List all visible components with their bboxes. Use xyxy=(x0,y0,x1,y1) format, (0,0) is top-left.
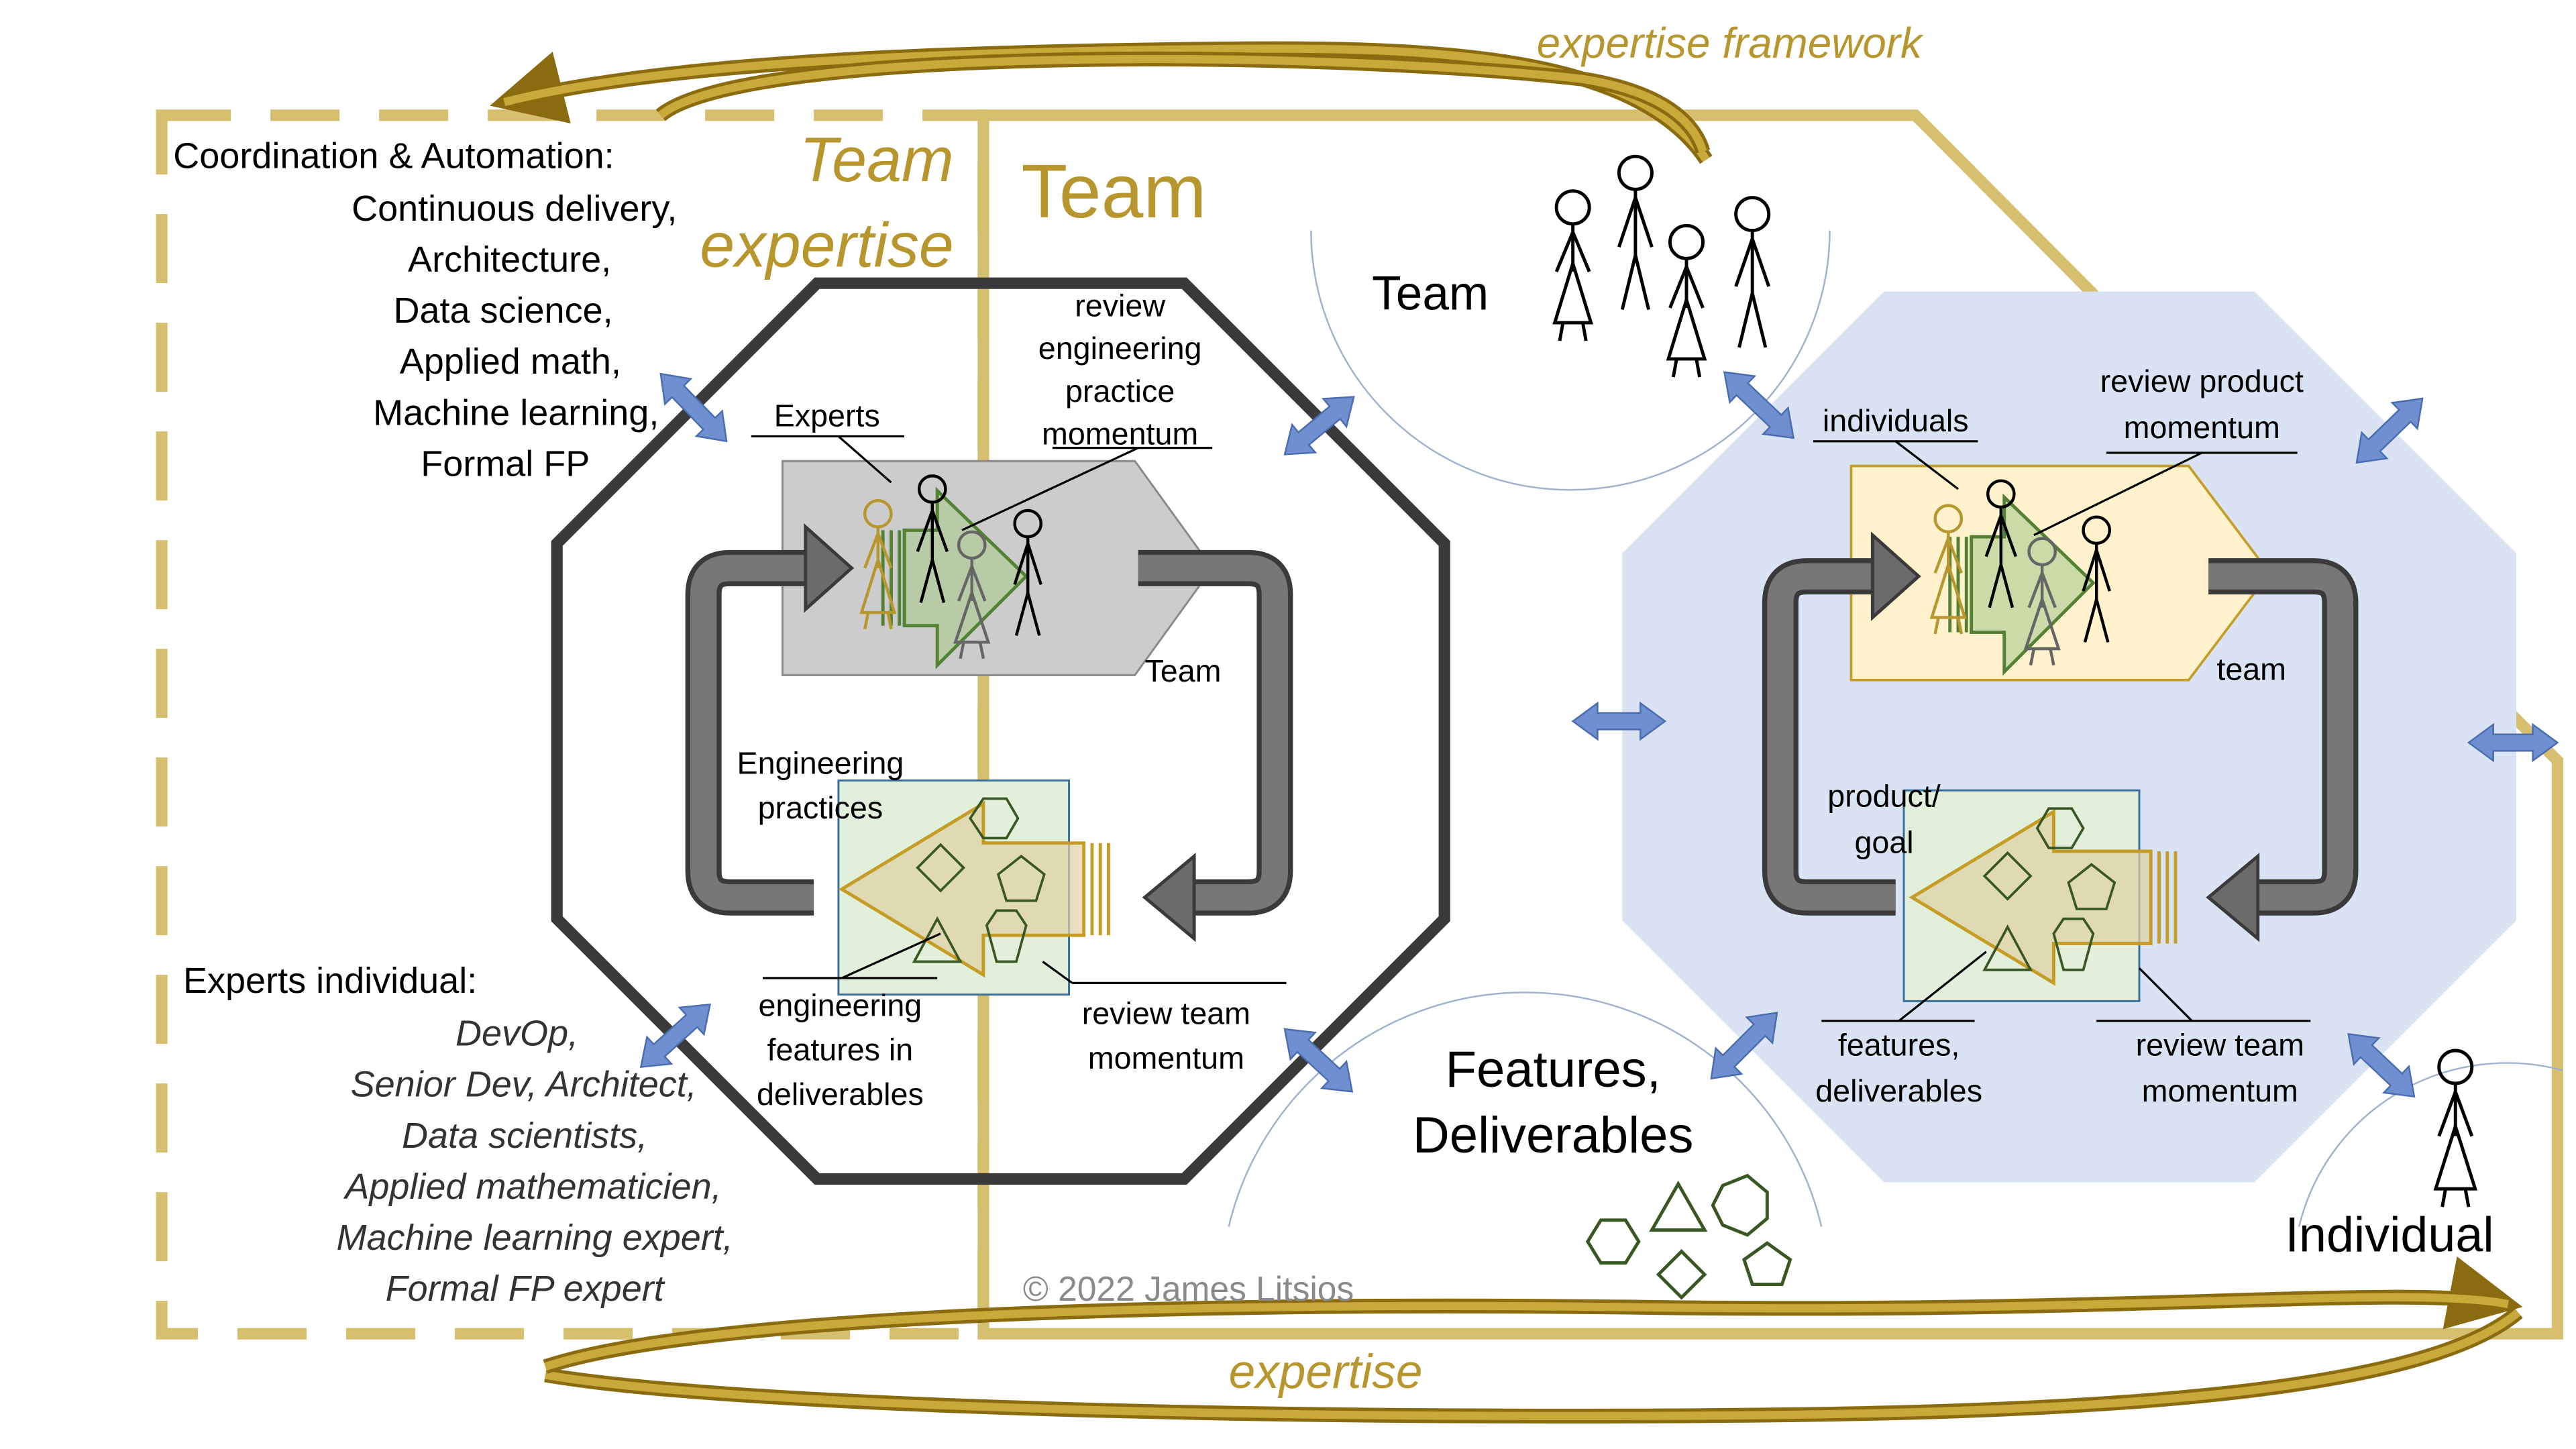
review-practice-line: momentum xyxy=(1042,417,1198,451)
features-deliverables-line: features, xyxy=(1838,1027,1960,1062)
team-boundary xyxy=(977,109,2564,1340)
left-leader-lines xyxy=(751,435,1287,984)
blue-double-arrows xyxy=(639,371,2559,1098)
coordination-item: Formal FP xyxy=(421,443,590,484)
left-team-figure-2 xyxy=(953,530,991,659)
blue-double-arrow xyxy=(639,1003,711,1068)
expertise-arrow-top-inner xyxy=(544,1293,2509,1371)
review-practice-line: practice xyxy=(1065,374,1175,409)
coordination-item: Data science, xyxy=(393,290,612,331)
left-team-figure-3 xyxy=(1013,508,1043,637)
right-loop-down-arrow-inner xyxy=(2208,563,2354,911)
eng-features-line: engineering xyxy=(759,987,922,1022)
experts-item: Senior Dev, Architect, xyxy=(351,1065,697,1105)
left-expert-figure xyxy=(859,498,897,630)
right-feature-shapes xyxy=(1982,807,2116,971)
review-product-line: review product xyxy=(2100,364,2304,398)
product-gold-arrow-lines xyxy=(2157,851,2178,944)
right-team-label: team xyxy=(2216,652,2286,687)
expertise-framework-label: expertise framework xyxy=(1537,19,1924,67)
individual-figure xyxy=(2433,1049,2478,1208)
experts-item: Applied mathematicien, xyxy=(343,1167,721,1207)
experts-item: DevOp, xyxy=(455,1014,578,1054)
left-team-label: Team xyxy=(1144,653,1221,688)
blue-double-arrow xyxy=(2467,722,2559,763)
right-review-team-line: momentum xyxy=(2142,1073,2298,1108)
review-team-line: review team xyxy=(1082,996,1250,1031)
product-goal-line: product/ xyxy=(1827,779,1941,814)
left-feature-shapes xyxy=(912,797,1046,963)
experts-individual-heading: Experts individual: xyxy=(183,961,477,1001)
blue-double-arrow xyxy=(1283,396,1355,455)
team-context-arc xyxy=(1310,230,1831,491)
expertise-arrow-bottom-inner xyxy=(544,1309,2521,1421)
team-expertise-title-2: expertise xyxy=(700,211,953,280)
experts-item: Formal FP expert xyxy=(386,1269,665,1309)
left-loop-down-arrow-inner xyxy=(1138,555,1288,911)
eng-features-line: features in xyxy=(767,1032,914,1067)
right-expert-figure xyxy=(1929,504,1967,635)
right-loop-up-arrow-head xyxy=(1870,531,1921,621)
experts-label: Experts xyxy=(774,398,880,433)
right-loop-down-arrow-head xyxy=(2206,853,2260,943)
individuals-label: individuals xyxy=(1823,403,1969,438)
right-leader-lines xyxy=(1813,440,2311,1022)
engineering-octagon xyxy=(551,277,1450,1185)
right-loop-labels: individuals review product momentum team… xyxy=(1815,364,2304,1108)
review-practice-line: review xyxy=(1075,288,1165,323)
features-title-1: Features, xyxy=(1445,1041,1660,1098)
copyright: © 2022 James Litsios xyxy=(1023,1269,1354,1308)
review-team-line: momentum xyxy=(1088,1040,1244,1075)
product-goal-line: goal xyxy=(1854,824,1913,859)
team-title: Team xyxy=(1021,149,1206,233)
blue-double-arrow xyxy=(2347,1033,2416,1098)
eng-practices-line: Engineering xyxy=(737,746,904,781)
product-octagon xyxy=(1622,291,2517,1183)
features-context-arc xyxy=(1228,991,1823,1227)
coordination-heading: Coordination & Automation: xyxy=(173,136,614,176)
team-expertise-boundary xyxy=(156,109,989,1340)
review-practice-line: engineering xyxy=(1038,331,1202,366)
expertise-label: expertise xyxy=(1229,1346,1423,1399)
blue-double-arrow xyxy=(1723,371,1795,439)
blue-double-arrow xyxy=(2355,397,2424,464)
left-loop-labels: Experts review engineering practice mome… xyxy=(737,288,1250,1112)
experts-item: Data scientists, xyxy=(402,1116,647,1156)
right-review-team-line: review team xyxy=(2136,1027,2304,1062)
team-people-figures xyxy=(1552,154,1771,378)
left-loop-up-arrow-head xyxy=(804,523,855,613)
right-loop-up-arrow-inner xyxy=(1767,563,1896,911)
team-expertise-title-1: Team xyxy=(800,125,954,195)
team-people-label: Team xyxy=(1372,267,1489,320)
coordination-list: Continuous delivery, Architecture, Data … xyxy=(352,189,677,484)
review-product-line: momentum xyxy=(2124,410,2280,445)
gold-arrow-lines xyxy=(1090,843,1110,936)
blue-double-arrow xyxy=(659,372,728,443)
left-loop-down-arrow-head xyxy=(1142,853,1196,943)
coordination-item: Architecture, xyxy=(408,239,611,280)
coordination-item: Applied math, xyxy=(400,341,621,382)
coordination-item: Machine learning, xyxy=(373,392,659,433)
eng-features-line: deliverables xyxy=(757,1077,924,1112)
experts-item: Machine learning expert, xyxy=(336,1218,733,1258)
left-loop-up-arrow-inner xyxy=(690,555,814,911)
left-team-figure-1 xyxy=(916,474,949,603)
experts-individual-list: DevOp, Senior Dev, Architect, Data scien… xyxy=(336,1014,733,1309)
right-team-figure-3 xyxy=(2082,515,2112,643)
coordination-item: Continuous delivery, xyxy=(352,189,677,229)
expertise-framework-arrow-bottom-inner xyxy=(657,54,1707,153)
features-title-2: Deliverables xyxy=(1413,1107,1694,1164)
features-deliverables-line: deliverables xyxy=(1815,1073,1982,1108)
individual-label: Individual xyxy=(2286,1206,2494,1262)
right-team-figure-1 xyxy=(1984,479,2017,608)
blue-double-arrow xyxy=(1710,1012,1778,1080)
right-team-figure-2 xyxy=(2023,537,2061,666)
blue-double-arrow xyxy=(1571,701,1667,741)
eng-practices-line: practices xyxy=(758,790,883,825)
blue-double-arrow xyxy=(1283,1028,1354,1093)
deliverable-shapes xyxy=(1585,1173,1792,1300)
